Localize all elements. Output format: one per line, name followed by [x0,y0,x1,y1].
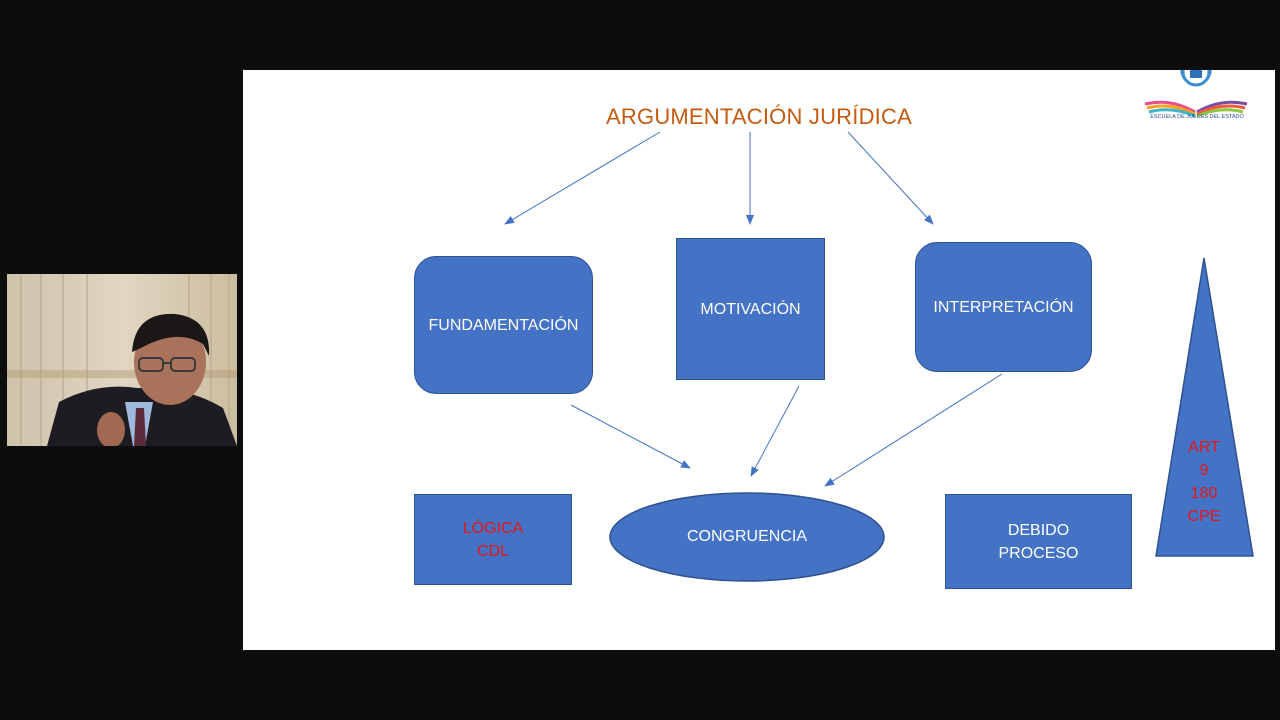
speaker-glasses [138,357,196,372]
curtain-trim [7,370,237,378]
logo-book-orange-icon [1146,104,1196,116]
arrow-fundamentacion-to-congruencia [570,404,691,469]
triangle-label: ART 9 180 CPE [1173,436,1235,528]
speaker-hand [97,412,125,446]
triangle-line-cpe: CPE [1187,508,1221,525]
interpretacion-label: INTERPRETACIÓN [933,298,1074,316]
debido-proceso-box: DEBIDO PROCESO [945,494,1132,589]
presentation-slide: ARGUMENTACIÓN JURÍDICA FUNDAMENTACIÓN MO… [243,70,1275,650]
speaker-tie [134,408,146,446]
triangle-line-180: 180 [1190,485,1218,502]
logica-box: LÓGICA CDL [414,494,572,585]
speaker-video-frame [7,274,237,446]
logo-leaf-right-icon [1206,70,1212,81]
logo-figure-icon [1190,70,1202,78]
speaker-webcam-video[interactable] [7,274,237,446]
arrow-interpretacion-to-congruencia [824,373,1003,487]
debido-label: DEBIDO [1007,521,1070,539]
logo-book-red-icon [1196,104,1246,116]
proceso-label: PROCESO [998,544,1079,562]
logo-book-green-icon [1196,108,1244,118]
fundamentacion-label: FUNDAMENTACIÓN [428,316,579,334]
motivacion-label: MOTIVACIÓN [700,300,801,318]
pyramid-triangle [1155,257,1254,557]
cdl-label: CDL [476,542,509,560]
logo-book-teal-icon [1148,108,1196,118]
fundamentacion-box: FUNDAMENTACIÓN [414,256,593,394]
logo-caption: ESCUELA DE JUECES DEL ESTADO [1150,114,1244,120]
triangle-line-9: 9 [1199,462,1209,479]
arrow-motivacion-to-congruencia [750,385,800,477]
slide-title: ARGUMENTACIÓN JURÍDICA [606,104,912,129]
congruencia-label: CONGRUENCIA [686,528,807,545]
motivacion-box: MOTIVACIÓN [676,238,825,380]
arrow-title-to-fundamentacion [504,131,661,225]
escuela-jueces-logo [1144,70,1248,118]
triangle-line-art: ART [1188,439,1220,456]
logo-book-pink-icon [1144,100,1196,114]
logo-leaf-left-icon [1180,70,1186,81]
congruencia-ellipse [609,492,885,582]
logo-ring-icon [1181,70,1211,87]
speaker-hair [132,313,210,356]
interpretacion-box: INTERPRETACIÓN [915,242,1092,372]
logica-label: LÓGICA [462,519,524,537]
logo-book-purple-icon [1196,100,1248,114]
arrow-title-to-interpretacion [847,131,934,225]
diagram-connectors [504,131,1254,582]
